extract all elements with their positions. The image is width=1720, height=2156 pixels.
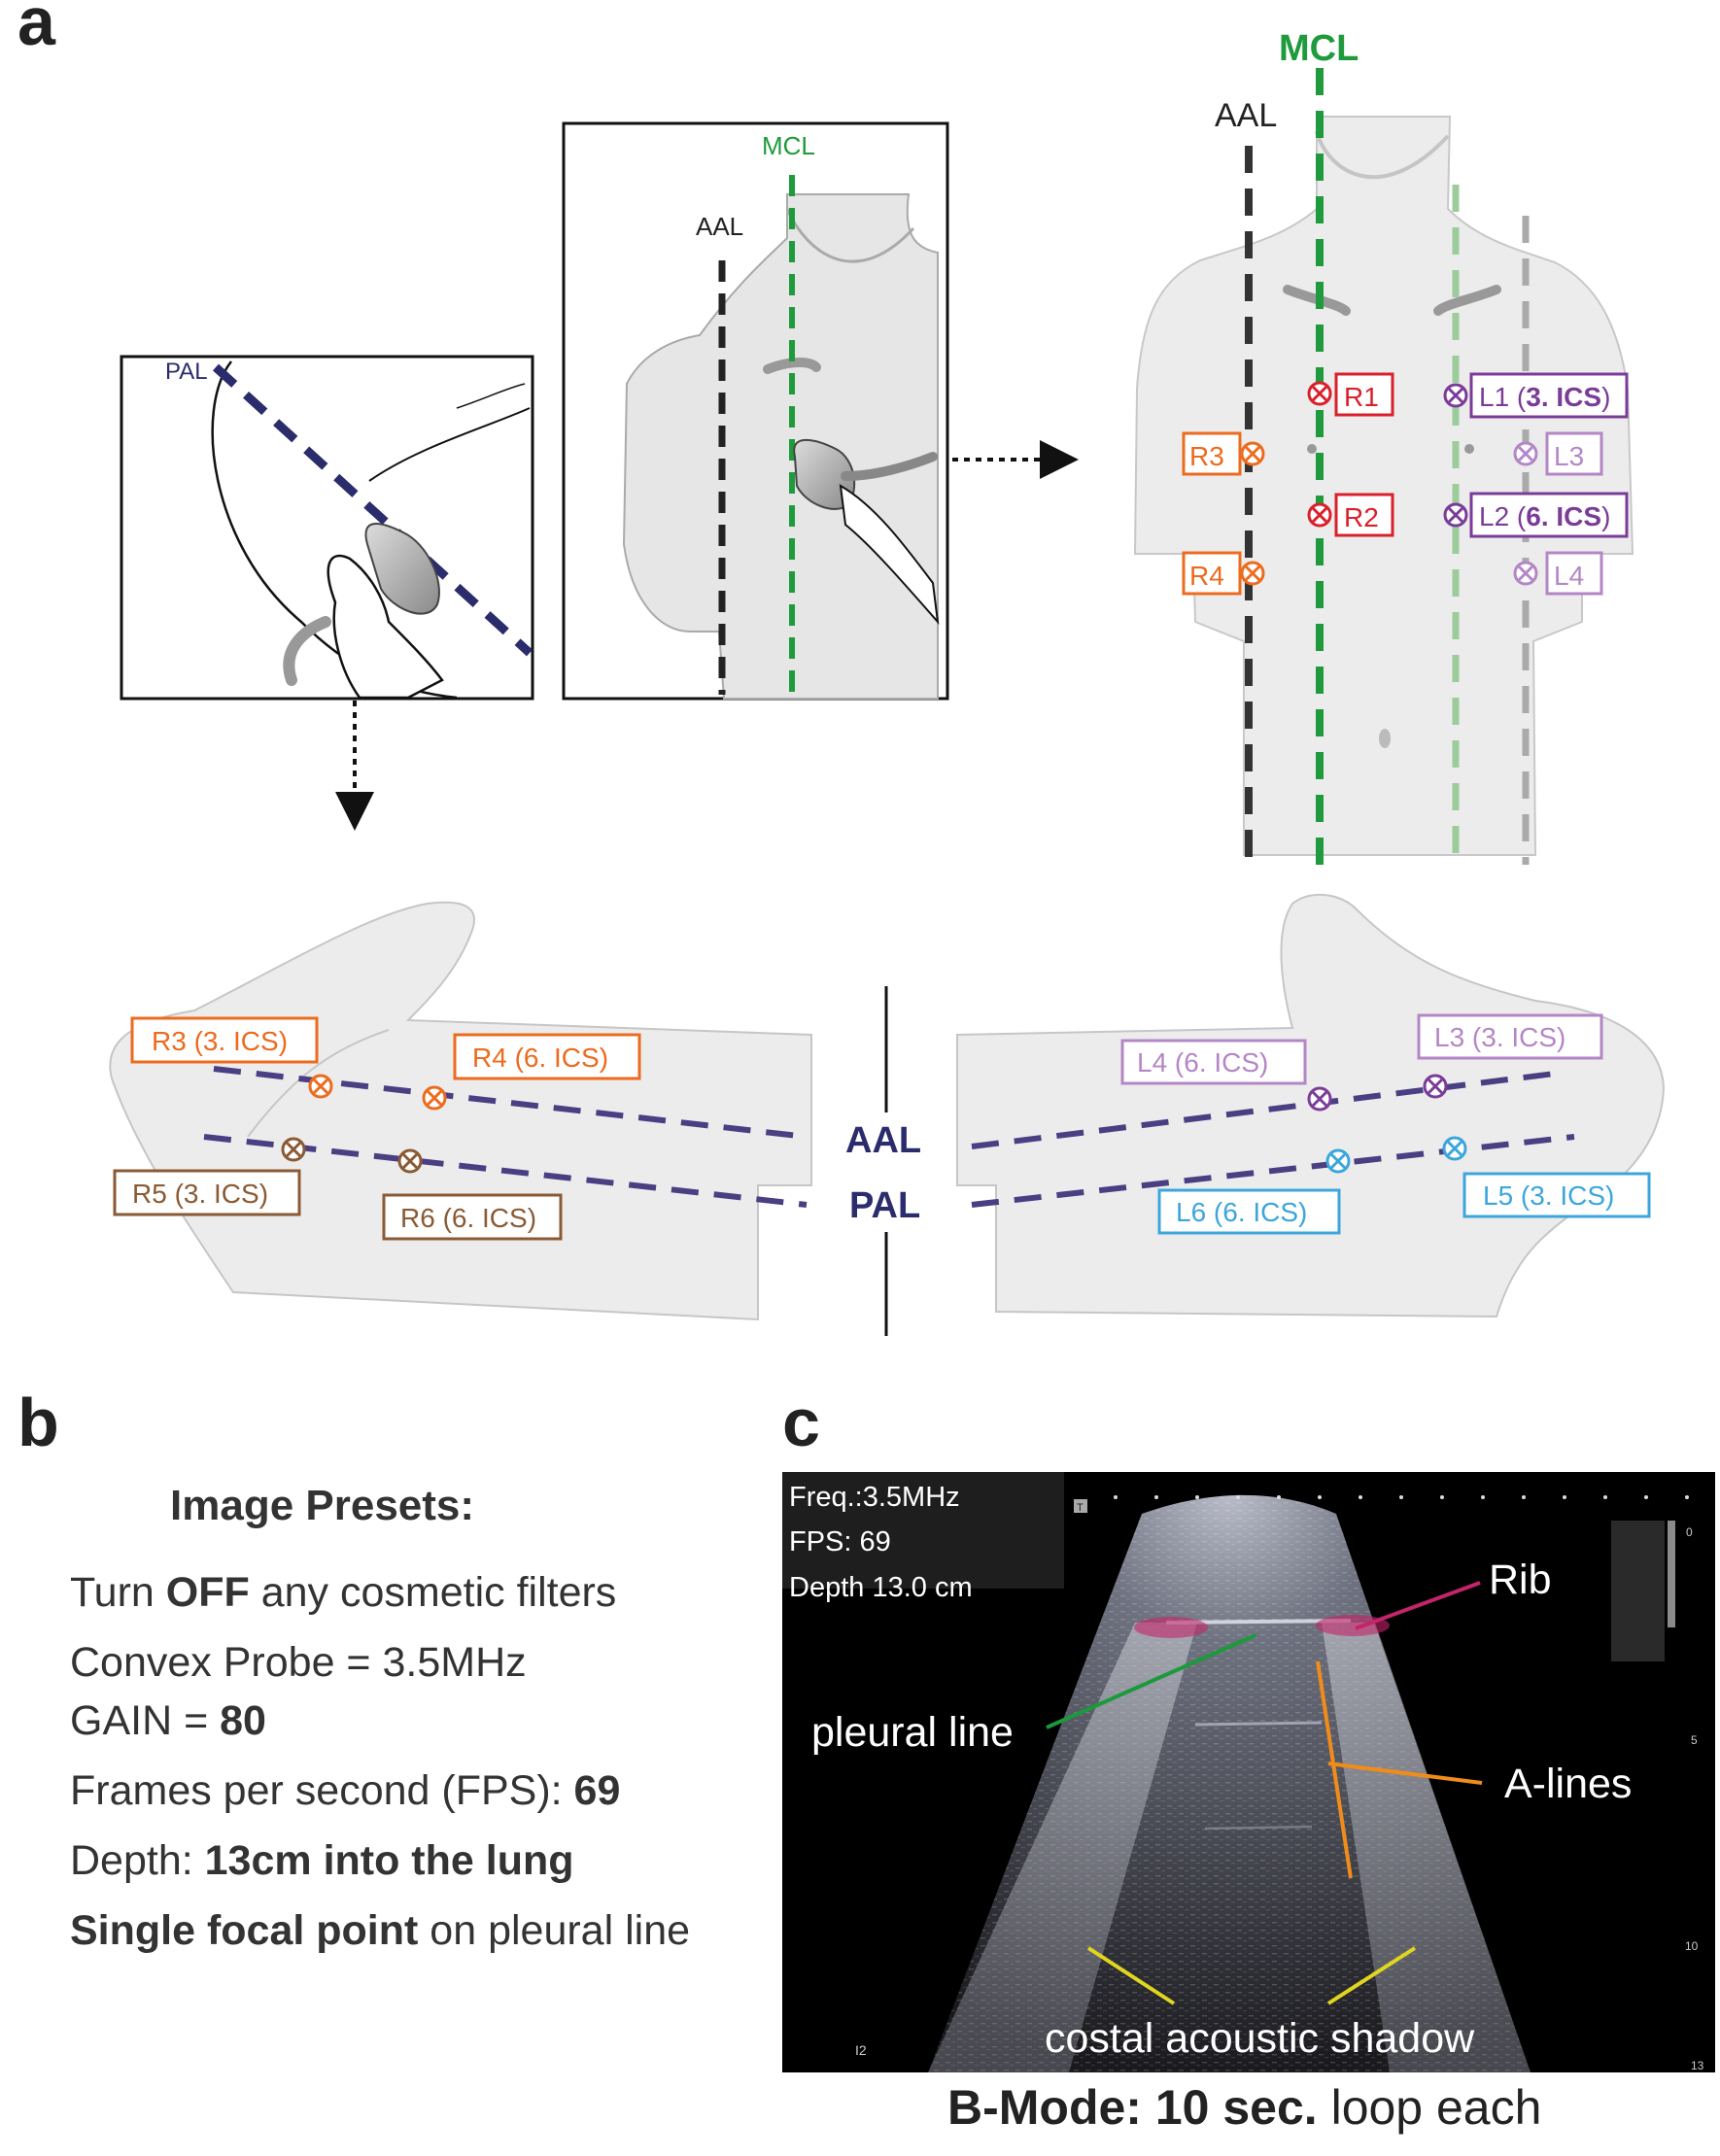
svg-text:R5 (3. ICS): R5 (3. ICS) xyxy=(132,1179,268,1209)
svg-text:R3 (3. ICS): R3 (3. ICS) xyxy=(152,1026,288,1056)
svg-text:L6 (6. ICS): L6 (6. ICS) xyxy=(1176,1197,1307,1227)
svg-text:10: 10 xyxy=(1685,1939,1699,1953)
shadow-pointer-left xyxy=(1086,1946,1176,2005)
aal-label-large: AAL xyxy=(1215,97,1277,134)
svg-text:L4: L4 xyxy=(1554,561,1584,591)
rib-pointer xyxy=(1355,1581,1481,1630)
shadow-label: costal acoustic shadow xyxy=(1045,2015,1475,2062)
svg-text:R6 (6. ICS): R6 (6. ICS) xyxy=(400,1203,536,1233)
site-r2: R2 xyxy=(1307,493,1394,537)
svg-text:R1: R1 xyxy=(1344,382,1379,412)
pal-label-lateral: PAL xyxy=(849,1185,920,1226)
probe-lateral xyxy=(364,523,440,615)
mcl-label-large: MCL xyxy=(1279,28,1359,69)
rib-right xyxy=(1316,1615,1390,1636)
grayscale-bar xyxy=(1668,1521,1675,1627)
depth-scale: 0 5 10 13 xyxy=(1685,1525,1704,2072)
site-r3-lateral: R3 (3. ICS) xyxy=(130,1016,333,1099)
svg-text:L1 (3. ICS): L1 (3. ICS) xyxy=(1479,382,1610,412)
svg-text:13: 13 xyxy=(1691,2059,1704,2072)
svg-text:L2 (6. ICS): L2 (6. ICS) xyxy=(1479,501,1610,531)
site-r4-frontal: R4 xyxy=(1182,551,1265,596)
us-corner-label: I2 xyxy=(855,2042,867,2058)
mcl-label-inset: MCL xyxy=(762,131,815,160)
aal-label-inset: AAL xyxy=(696,212,743,241)
site-l4-frontal: L4 xyxy=(1513,551,1603,596)
svg-text:L5 (3. ICS): L5 (3. ICS) xyxy=(1483,1181,1614,1211)
image-presets: Image Presets: Turn OFF any cosmetic fil… xyxy=(70,1482,770,1975)
site-r5-lateral: R5 (3. ICS) xyxy=(113,1137,306,1216)
a-lines-label: A-lines xyxy=(1504,1761,1632,1807)
panel-label-b: b xyxy=(17,1385,59,1460)
a-lines-pointer xyxy=(1327,1762,1483,1785)
inset-lateral-probe: PAL xyxy=(120,355,534,701)
site-l5-lateral: L5 (3. ICS) xyxy=(1442,1136,1651,1218)
site-r4-lateral: R4 (6. ICS) xyxy=(422,1033,641,1111)
torso-frontal: MCL AAL R1 R2 R3 R4 xyxy=(1133,28,1634,865)
svg-text:L3 (3. ICS): L3 (3. ICS) xyxy=(1434,1022,1565,1052)
lateral-right-view xyxy=(109,901,812,1321)
gain-bar-bg xyxy=(1611,1521,1665,1661)
us-freq: Freq.:3.5MHz xyxy=(789,1482,960,1513)
bmode-caption: B-Mode: 10 sec. loop each xyxy=(947,2080,1542,2135)
panel-label-a: a xyxy=(17,0,56,59)
svg-text:R4 (6. ICS): R4 (6. ICS) xyxy=(472,1043,608,1073)
ultrasound-image: Freq.:3.5MHz FPS: 69 Depth 13.0 cm T 0 5… xyxy=(782,1472,1715,2072)
svg-text:R3: R3 xyxy=(1189,441,1224,471)
us-t-marker: T xyxy=(1077,1502,1084,1514)
svg-text:L4 (6. ICS): L4 (6. ICS) xyxy=(1137,1047,1268,1078)
preset-row: Single focal point on pleural line xyxy=(70,1907,691,1954)
preset-row: Depth: 13cm into the lung xyxy=(70,1837,574,1884)
panel-label-c: c xyxy=(782,1385,820,1460)
site-r6-lateral: R6 (6. ICS) xyxy=(382,1148,563,1241)
a-lines-bar xyxy=(1316,1660,1353,1879)
site-l1: L1 (3. ICS) xyxy=(1443,372,1629,419)
preset-row: Convex Probe = 3.5MHz xyxy=(70,1639,527,1686)
us-info-box xyxy=(782,1472,1064,1589)
pal-label-inset: PAL xyxy=(165,359,208,385)
presets-title: Image Presets: xyxy=(170,1482,475,1529)
svg-text:0: 0 xyxy=(1686,1525,1693,1539)
svg-text:5: 5 xyxy=(1691,1733,1698,1747)
site-l2: L2 (6. ICS) xyxy=(1443,492,1629,538)
site-l3-frontal: L3 xyxy=(1513,431,1603,476)
shadow-pointer-right xyxy=(1326,1946,1417,2005)
pal-line-inset xyxy=(212,363,533,657)
preset-row: Turn OFF any cosmetic filters xyxy=(70,1569,617,1616)
site-r3-frontal: R3 xyxy=(1182,431,1265,476)
preset-row: GAIN = 80 xyxy=(70,1697,266,1744)
svg-text:R4: R4 xyxy=(1189,561,1224,591)
inset-frontal-probe: AAL MCL xyxy=(562,121,949,701)
preset-row: Frames per second (FPS): 69 xyxy=(70,1767,621,1814)
us-fps: FPS: 69 xyxy=(789,1526,891,1557)
pleural-label: pleural line xyxy=(811,1709,1014,1756)
site-r1: R1 xyxy=(1307,372,1394,417)
svg-text:R2: R2 xyxy=(1344,502,1379,532)
us-top-dots xyxy=(1114,1495,1689,1499)
aal-label-lateral: AAL xyxy=(845,1120,921,1161)
pleural-pointer xyxy=(1046,1633,1256,1729)
site-l3-lateral: L3 (3. ICS) xyxy=(1417,1013,1603,1099)
us-depth: Depth 13.0 cm xyxy=(789,1572,973,1603)
svg-text:L3: L3 xyxy=(1554,441,1584,471)
site-l4-lateral: L4 (6. ICS) xyxy=(1120,1039,1332,1112)
site-l6-lateral: L6 (6. ICS) xyxy=(1157,1148,1351,1235)
rib-left xyxy=(1134,1617,1208,1638)
rib-label: Rib xyxy=(1489,1557,1552,1603)
